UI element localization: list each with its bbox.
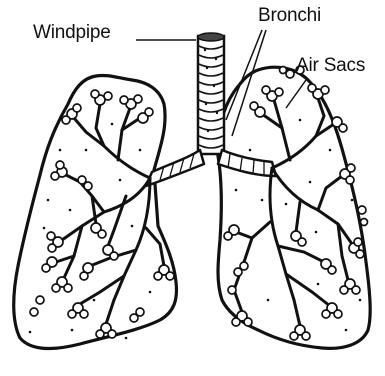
windpipe-trachea <box>198 33 224 154</box>
air-sacs-leader-line <box>286 80 306 108</box>
main-bronchi <box>146 150 276 186</box>
right-bronchial-tree <box>234 98 352 326</box>
air-sacs-label: Air Sacs <box>296 55 365 77</box>
bronchi-leader-line-2 <box>232 30 266 136</box>
left-bronchial-tree <box>56 104 164 324</box>
bronchi-label: Bronchi <box>258 5 321 27</box>
windpipe-label: Windpipe <box>33 22 111 44</box>
